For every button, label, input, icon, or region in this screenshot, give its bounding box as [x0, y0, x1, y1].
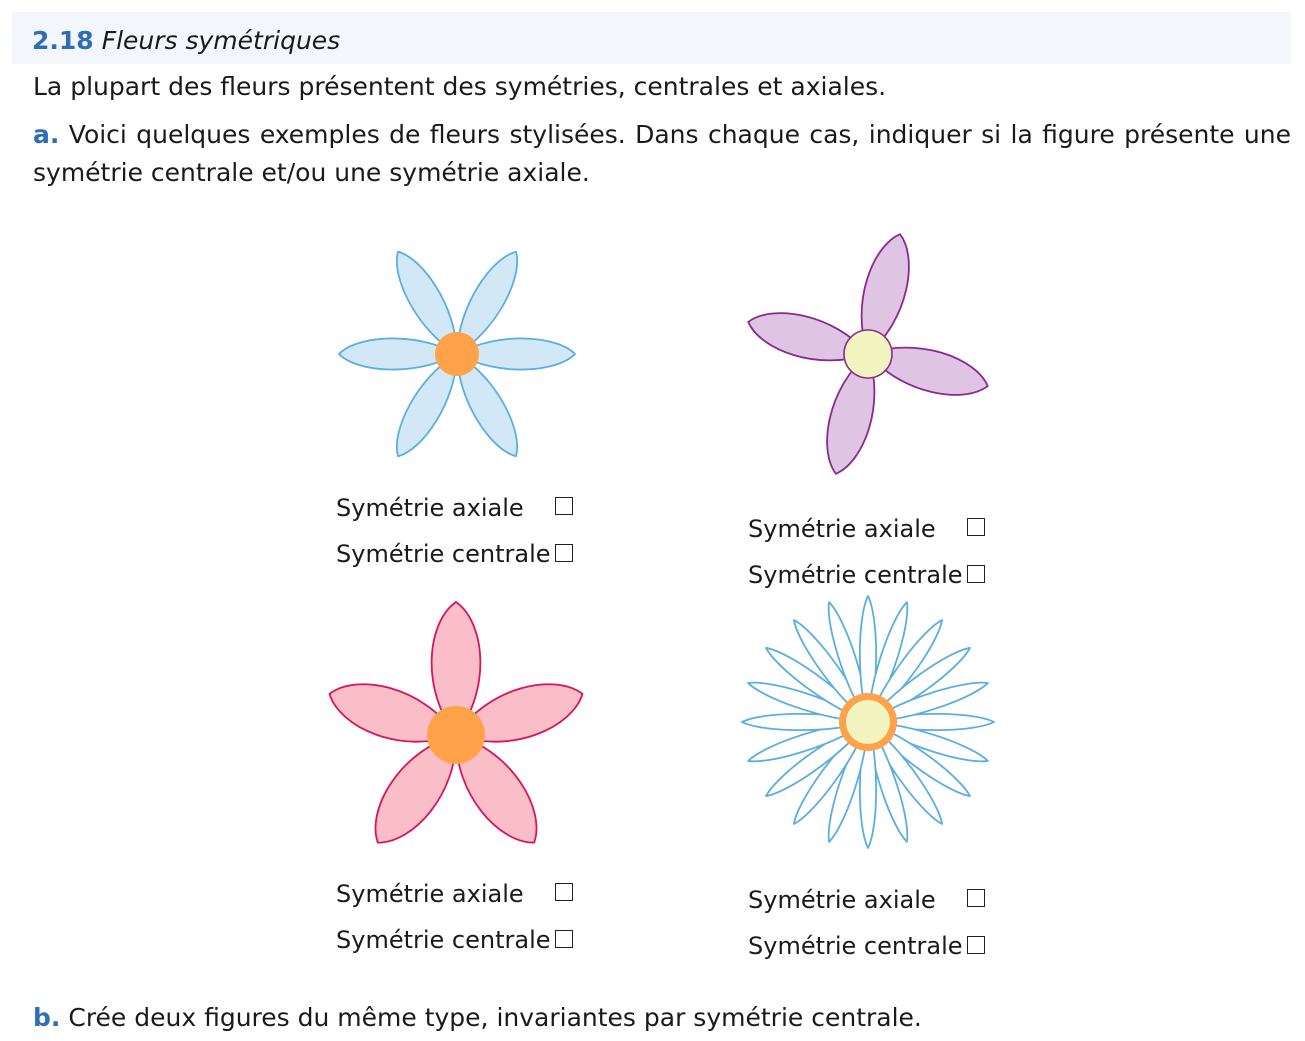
- flower-4-center: [846, 700, 890, 744]
- flower-3-central-checkbox[interactable]: [555, 930, 573, 948]
- part-a-line1: a. Voici quelques exemples de fleurs sty…: [33, 120, 1291, 149]
- flower-four-petals: [747, 233, 989, 475]
- flower-4-central-checkbox[interactable]: [967, 936, 985, 954]
- flower-1-petal: [456, 337, 576, 371]
- flower-3-center: [427, 706, 485, 764]
- flower-five-petals: [328, 601, 584, 844]
- intro-text: La plupart des fleurs présentent des sym…: [33, 72, 887, 101]
- flower-3-petal: [455, 734, 538, 844]
- flower-4-axial-label: Symétrie axiale: [748, 886, 936, 914]
- flower-3-petal: [328, 683, 457, 743]
- flower-1-central-label: Symétrie centrale: [336, 540, 551, 568]
- flower-2-petals: [747, 233, 989, 475]
- flower-1-central-checkbox[interactable]: [555, 544, 573, 562]
- part-b-line: b. Crée deux figures du même type, invar…: [33, 1003, 922, 1032]
- flower-4-central-label: Symétrie centrale: [748, 932, 963, 960]
- part-a-line2: symétrie centrale et/ou une symétrie axi…: [33, 158, 590, 187]
- flower-1-petal: [456, 353, 519, 458]
- exercise-title: Fleurs symétriques: [101, 26, 341, 55]
- flower-1-petal: [456, 250, 519, 355]
- flower-1-axial-checkbox[interactable]: [555, 497, 573, 515]
- flower-2-central-checkbox[interactable]: [967, 565, 985, 583]
- flower-2-petal: [826, 353, 876, 475]
- flower-1-petal: [395, 353, 458, 458]
- flower-3-axial-label: Symétrie axiale: [336, 880, 524, 908]
- flower-3-petal: [455, 683, 584, 743]
- flower-2-central-label: Symétrie centrale: [748, 561, 963, 589]
- part-a-label: a.: [33, 120, 60, 149]
- flower-six-petals: [338, 250, 576, 458]
- flower-4-axial-checkbox[interactable]: [967, 889, 985, 907]
- flower-3-central-label: Symétrie centrale: [336, 926, 551, 954]
- flower-2-axial-label: Symétrie axiale: [748, 515, 936, 543]
- flower-1-petal: [338, 337, 458, 371]
- flower-4-petal: [867, 681, 989, 723]
- exercise-number: 2.18: [32, 26, 94, 55]
- part-b-label: b.: [33, 1003, 61, 1032]
- flower-1-center: [435, 332, 479, 376]
- flower-1-petals: [338, 250, 576, 458]
- flower-3-petal: [374, 734, 457, 844]
- part-b-text: Crée deux figures du même type, invarian…: [68, 1003, 922, 1032]
- flower-3-petal: [430, 601, 482, 736]
- flower-2-petal: [867, 346, 989, 396]
- flower-4-petals: [741, 595, 995, 849]
- flower-2-center: [843, 329, 893, 379]
- flower-2-petal: [747, 312, 869, 362]
- part-a-text: Voici quelques exemples de fleurs stylis…: [68, 120, 1292, 149]
- flower-3-petals: [328, 601, 584, 844]
- flower-2-axial-checkbox[interactable]: [967, 518, 985, 536]
- flower-1-axial-label: Symétrie axiale: [336, 494, 524, 522]
- flower-3-axial-checkbox[interactable]: [555, 883, 573, 901]
- flower-2-petal: [860, 233, 910, 355]
- flower-1-petal: [395, 250, 458, 355]
- flower-daisy: [741, 595, 995, 849]
